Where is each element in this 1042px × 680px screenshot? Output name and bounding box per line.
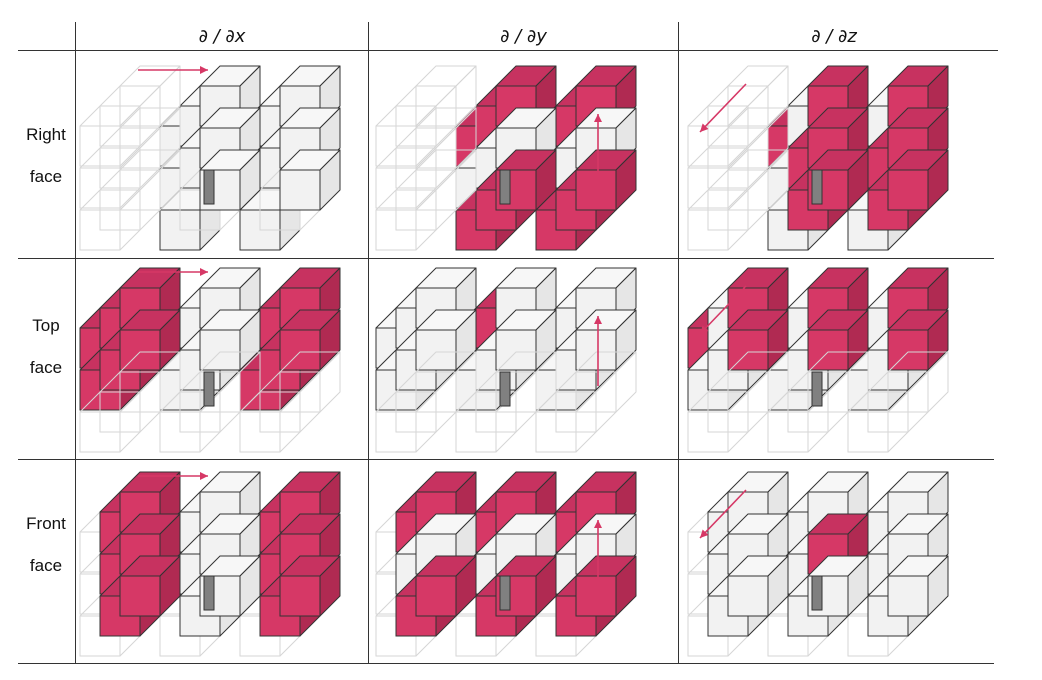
cube-side-face bbox=[140, 86, 160, 146]
cube-top-face bbox=[80, 106, 140, 126]
cube-side-face bbox=[436, 170, 456, 230]
stencil-center-face bbox=[500, 372, 510, 406]
cube-top-face bbox=[396, 170, 456, 190]
cube-front-face bbox=[280, 330, 320, 370]
panel-y-front bbox=[376, 472, 636, 656]
cube-side-face bbox=[728, 106, 748, 166]
panel-z-right bbox=[688, 66, 948, 250]
cube-front-face bbox=[416, 576, 456, 616]
cube-side-face bbox=[748, 86, 768, 146]
cube-top-face bbox=[396, 128, 456, 148]
panel-z-top bbox=[688, 268, 948, 452]
cube-side-face bbox=[140, 170, 160, 230]
panel-y-right bbox=[376, 66, 636, 250]
stencil-center-face bbox=[204, 170, 214, 204]
cube-front-face bbox=[280, 170, 320, 210]
cube-top-face bbox=[80, 148, 140, 168]
cube-front-face bbox=[200, 330, 240, 370]
panel-x-right bbox=[80, 66, 340, 250]
cube-front-face bbox=[416, 330, 456, 370]
cube-side-face bbox=[416, 148, 436, 208]
cube-top-face bbox=[728, 66, 788, 86]
cube-side-face bbox=[120, 148, 140, 208]
cube-top-face bbox=[688, 148, 748, 168]
panel-x-top bbox=[80, 268, 340, 452]
cube-top-face bbox=[100, 86, 160, 106]
cube-front-face bbox=[728, 330, 768, 370]
ghost-cube bbox=[376, 190, 436, 250]
panel-x-front bbox=[80, 472, 340, 656]
cube-side-face bbox=[120, 190, 140, 250]
cube-side-face bbox=[120, 106, 140, 166]
cube-top-face bbox=[688, 190, 748, 210]
cube-front-face bbox=[888, 170, 928, 210]
cube-side-face bbox=[140, 128, 160, 188]
cube-front-face bbox=[888, 576, 928, 616]
stencil-center-face bbox=[812, 576, 822, 610]
stencil-center-face bbox=[812, 372, 822, 406]
cube-front-face bbox=[120, 576, 160, 616]
cube-side-face bbox=[416, 190, 436, 250]
cube-side-face bbox=[728, 148, 748, 208]
cube-side-face bbox=[748, 128, 768, 188]
cube-front-face bbox=[280, 576, 320, 616]
cube-top-face bbox=[376, 190, 436, 210]
cube-front-face bbox=[808, 330, 848, 370]
cube-top-face bbox=[708, 170, 768, 190]
stencil-center-face bbox=[204, 372, 214, 406]
stencil-center-face bbox=[500, 170, 510, 204]
cube-top-face bbox=[80, 190, 140, 210]
stencil-center-face bbox=[812, 170, 822, 204]
cube-front-face bbox=[576, 330, 616, 370]
cube-front-face bbox=[728, 576, 768, 616]
stencil-center-face bbox=[500, 576, 510, 610]
cube-side-face bbox=[436, 128, 456, 188]
stencil-center-face bbox=[204, 576, 214, 610]
cube-side-face bbox=[728, 190, 748, 250]
ghost-cube bbox=[80, 190, 140, 250]
cube-top-face bbox=[376, 106, 436, 126]
cube-top-face bbox=[376, 148, 436, 168]
cube-top-face bbox=[120, 66, 180, 86]
cube-top-face bbox=[100, 170, 160, 190]
cube-front-face bbox=[576, 170, 616, 210]
cube-top-face bbox=[100, 128, 160, 148]
panel-z-front bbox=[688, 472, 948, 656]
cube-front-face bbox=[576, 576, 616, 616]
cube-top-face bbox=[396, 86, 456, 106]
cube-front-face bbox=[496, 330, 536, 370]
panel-y-top bbox=[376, 268, 636, 452]
cube-top-face bbox=[708, 128, 768, 148]
cube-top-face bbox=[416, 66, 476, 86]
cube-top-face bbox=[688, 106, 748, 126]
cube-top-face bbox=[708, 86, 768, 106]
cube-side-face bbox=[416, 106, 436, 166]
cube-front-face bbox=[888, 330, 928, 370]
cube-side-face bbox=[748, 170, 768, 230]
cube-front-face bbox=[120, 330, 160, 370]
cube-side-face bbox=[436, 86, 456, 146]
ghost-cube bbox=[688, 190, 748, 250]
